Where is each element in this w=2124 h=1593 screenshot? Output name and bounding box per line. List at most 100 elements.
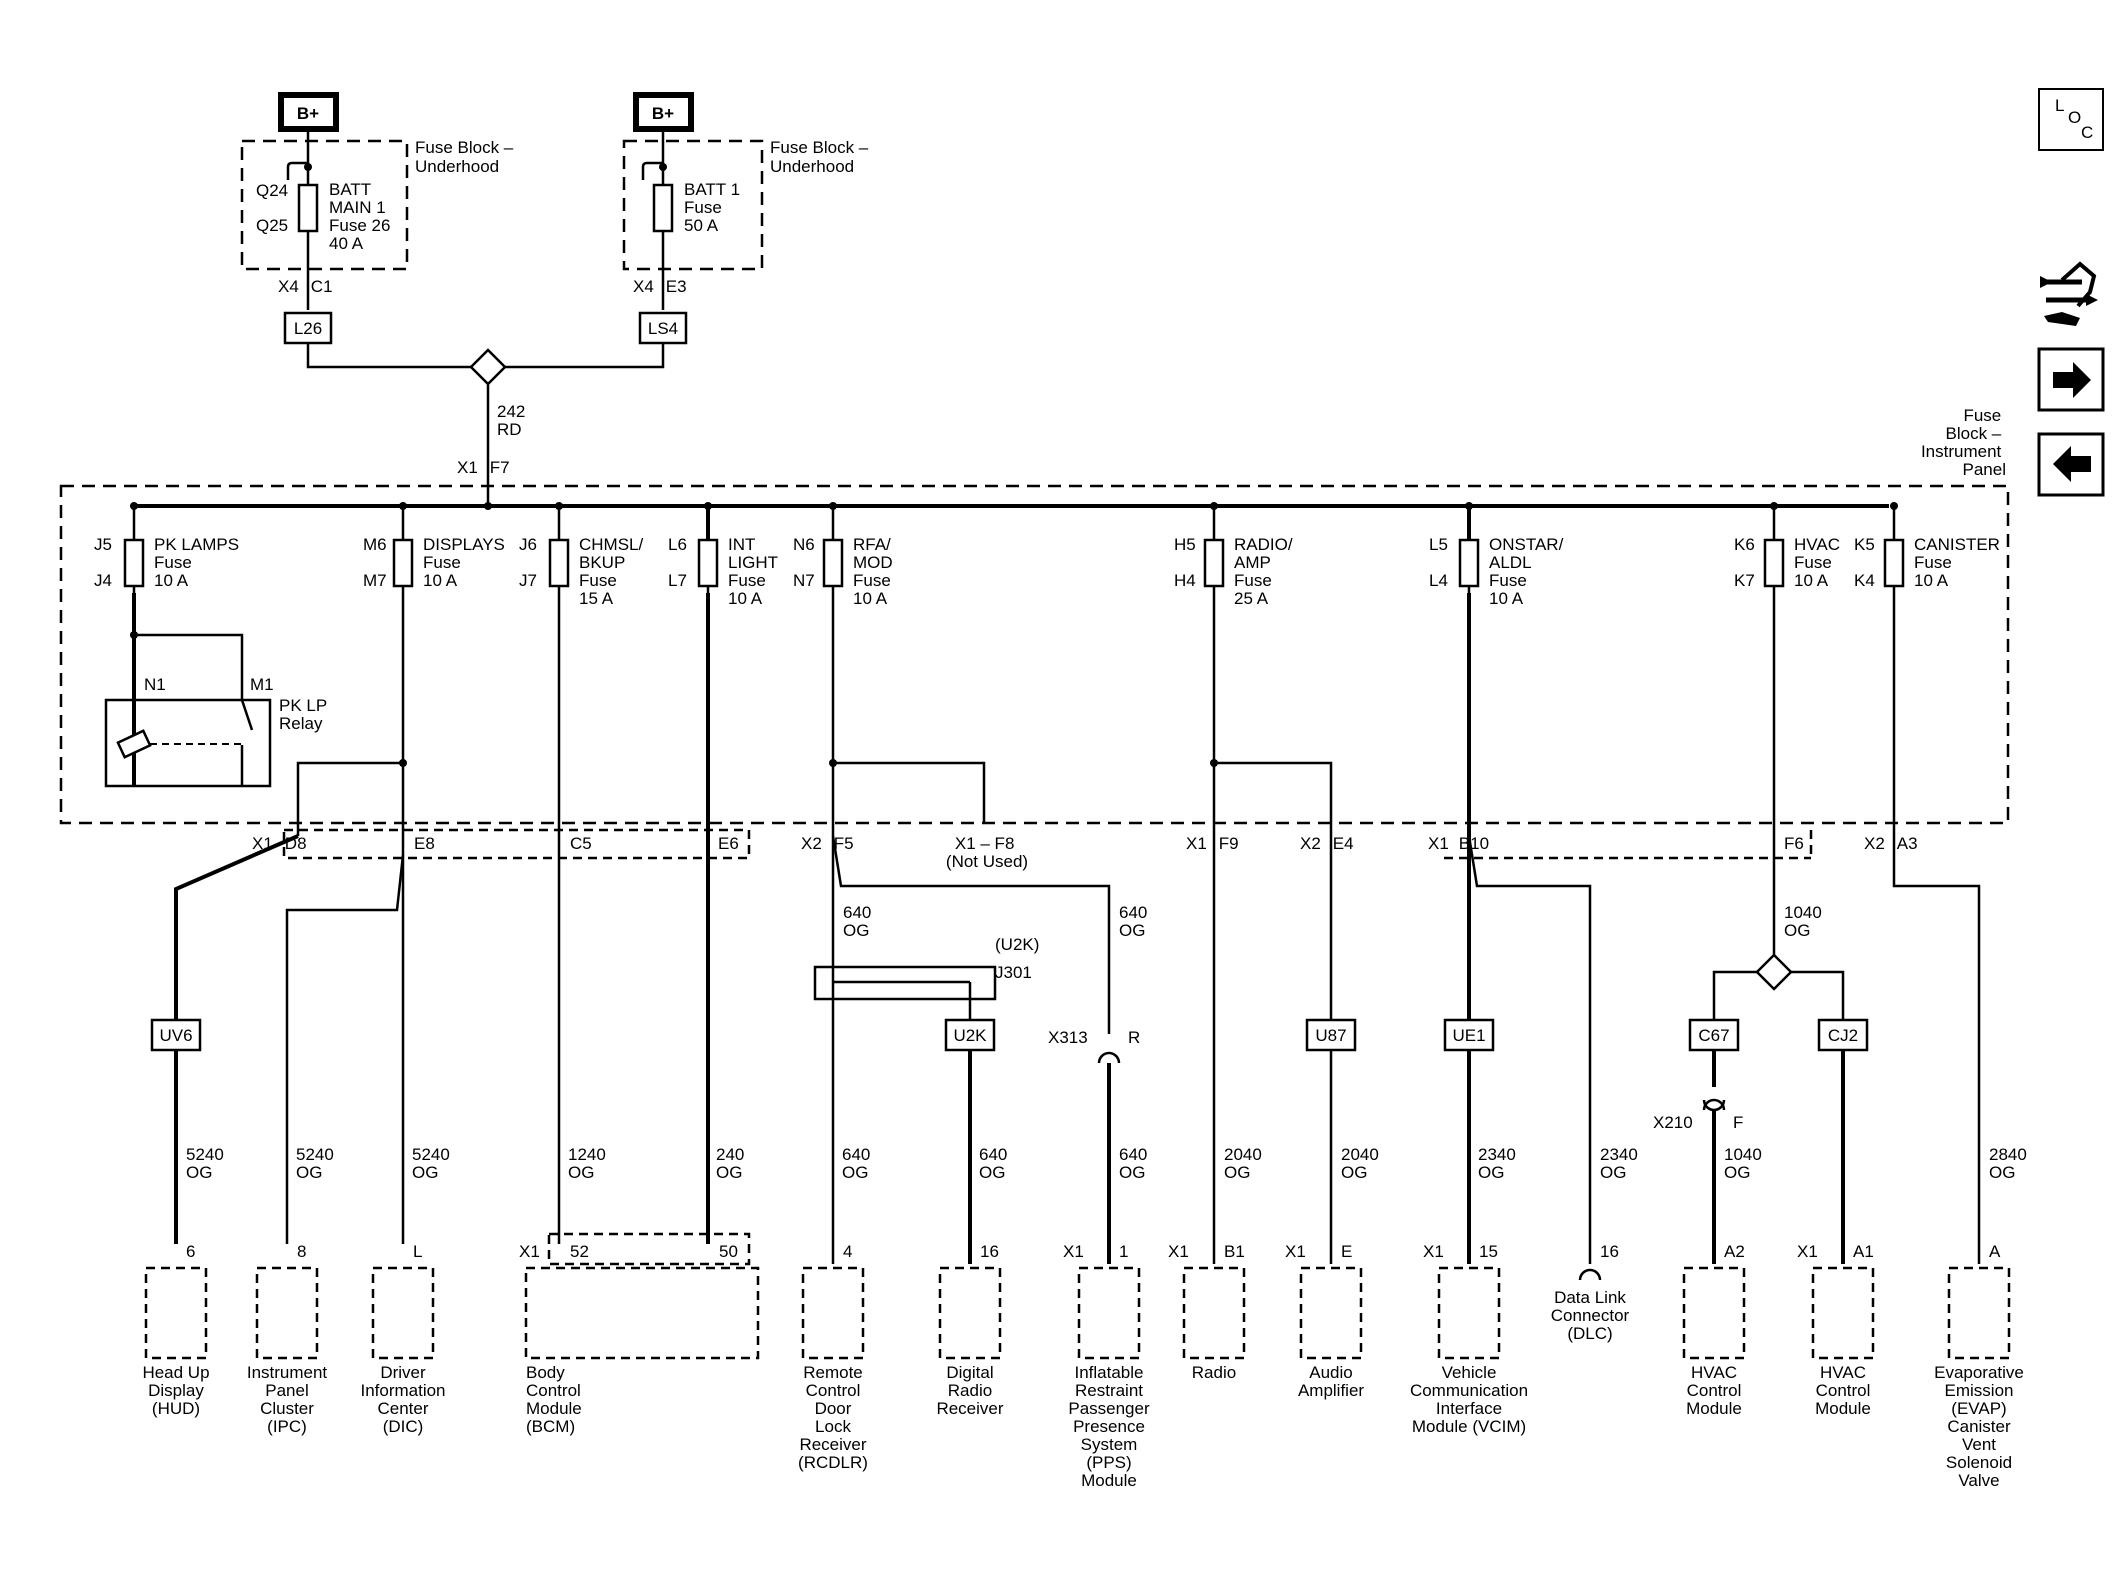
q24-label: Q24 <box>256 181 288 200</box>
option-tag-uv6: UV6 <box>150 1018 202 1052</box>
svg-text:LS4: LS4 <box>648 319 678 338</box>
svg-text:15: 15 <box>1479 1242 1498 1261</box>
svg-text:E6: E6 <box>718 834 739 853</box>
fuse-out-pin: H4 <box>1174 571 1196 590</box>
x313-label: X313 <box>1048 1028 1088 1047</box>
fuse-in-pin: L6 <box>668 535 687 554</box>
previous-page-arrow-icon[interactable] <box>2037 432 2105 497</box>
fuse-in-pin: J5 <box>94 535 112 554</box>
fuse-out-pin: K7 <box>1734 571 1755 590</box>
svg-text:UE1: UE1 <box>1452 1026 1485 1045</box>
fuse-in-pin: K6 <box>1734 535 1755 554</box>
svg-text:CJ2: CJ2 <box>1828 1026 1858 1045</box>
svg-text:A1: A1 <box>1853 1242 1874 1261</box>
svg-text:C5: C5 <box>570 834 592 853</box>
svg-text:4: 4 <box>843 1242 852 1261</box>
j301-label: J301 <box>995 963 1032 982</box>
connector-pinout-icon[interactable] <box>2040 261 2098 326</box>
svg-text:B1: B1 <box>1224 1242 1245 1261</box>
option-tag-u2k: U2K <box>944 1018 996 1052</box>
batt-main-1-fuse <box>297 183 319 233</box>
svg-text:E8: E8 <box>414 834 435 853</box>
fuse-out-pin: L4 <box>1429 571 1448 590</box>
fuse-in-pin: K5 <box>1854 535 1875 554</box>
svg-text:L: L <box>413 1242 422 1261</box>
svg-text:A2: A2 <box>1724 1242 1745 1261</box>
svg-text:X1 – F8 (Not Used): X1 – F8 (Not Used) <box>946 834 1028 871</box>
svg-text:UV6: UV6 <box>159 1026 192 1045</box>
q25-label: Q25 <box>256 216 288 235</box>
fuse-in-pin: L5 <box>1429 535 1448 554</box>
fuse-out-pin: K4 <box>1854 571 1875 590</box>
svg-text:8: 8 <box>297 1242 306 1261</box>
svg-text:U87: U87 <box>1315 1026 1346 1045</box>
fuse-block-ip-label: Fuse Block – Instrument Panel <box>1921 406 2006 479</box>
module-name: Radio <box>1192 1363 1236 1382</box>
pk-lp-relay: N1 M1 PK LP Relay <box>104 631 332 788</box>
svg-text:C: C <box>2081 123 2093 142</box>
pk-lp-relay-label: PK LP Relay <box>279 696 332 733</box>
fuse-in-pin: J6 <box>519 535 537 554</box>
fuse-in-pin: H5 <box>1174 535 1196 554</box>
svg-text:50: 50 <box>719 1242 738 1261</box>
circuit-242-label: 242 RD <box>497 402 530 439</box>
loc-icon[interactable]: L O C <box>2038 88 2104 151</box>
next-page-arrow-icon[interactable] <box>2037 347 2105 412</box>
relay-m1-label: M1 <box>250 675 274 694</box>
fuse-block-instrument-panel <box>59 484 2010 825</box>
fuse-in-pin: M6 <box>363 535 387 554</box>
j301 <box>813 965 997 1001</box>
svg-text:1: 1 <box>1119 1242 1128 1261</box>
svg-text:A: A <box>1989 1242 2001 1261</box>
b-plus-right: B+ <box>633 92 694 132</box>
batt-1-fuse-label: BATT 1 Fuse 50 A <box>684 180 745 235</box>
lower-wiring: (U2K) J301 X313 R X210 F <box>174 834 1845 1281</box>
option-tag-u87: U87 <box>1305 1018 1357 1052</box>
fuse-out-pin: N7 <box>793 571 815 590</box>
svg-text:L26: L26 <box>294 319 322 338</box>
svg-text:B+: B+ <box>652 104 674 123</box>
x313-pin-label: R <box>1128 1028 1140 1047</box>
svg-text:L: L <box>2055 96 2064 115</box>
